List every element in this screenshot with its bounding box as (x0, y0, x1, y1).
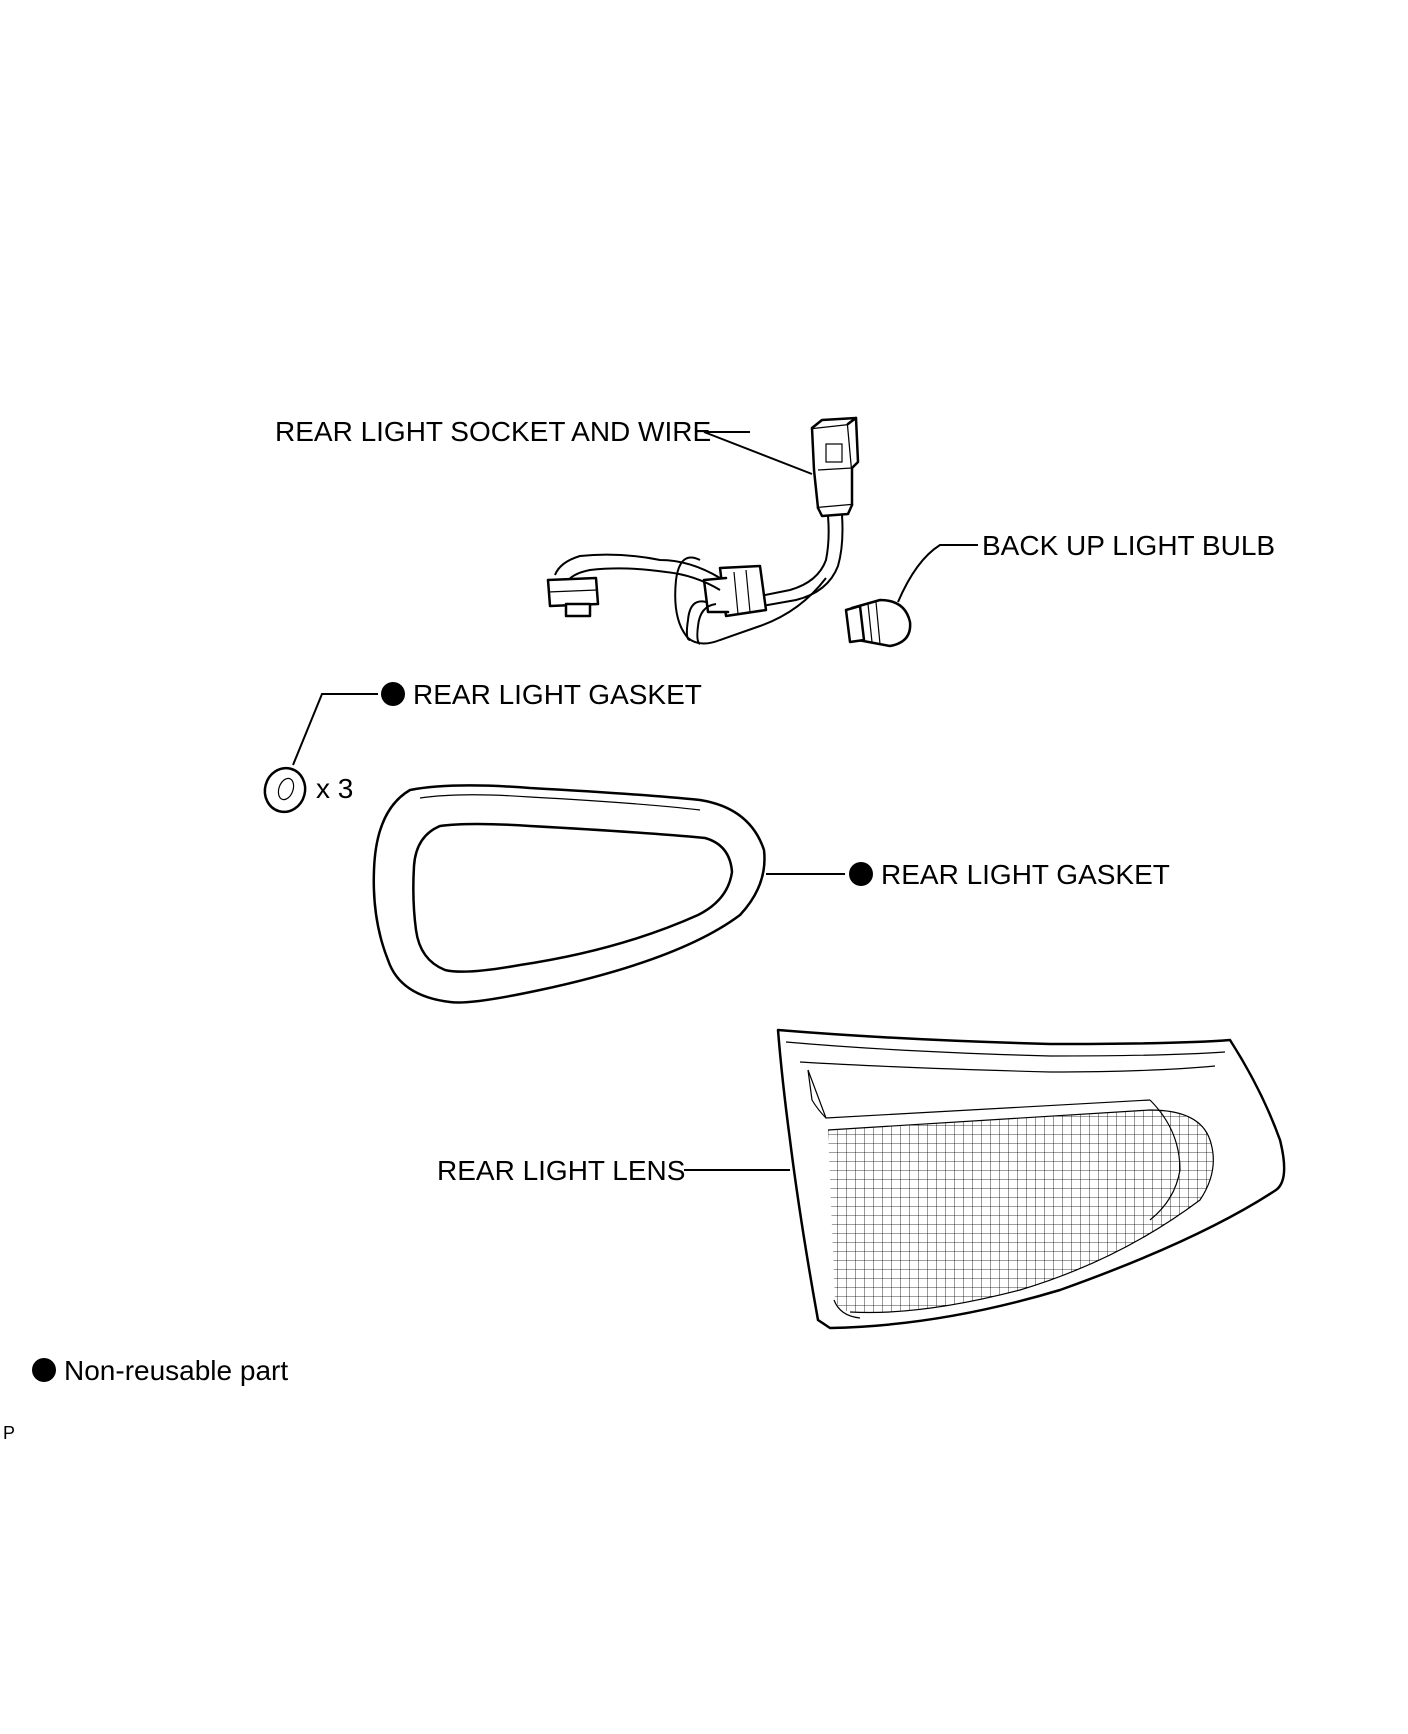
label-small-gasket-quantity: x 3 (316, 773, 353, 804)
label-large-gasket: REAR LIGHT GASKET (881, 859, 1170, 890)
back-up-light-bulb-part (844, 544, 978, 648)
label-back-up-light-bulb: BACK UP LIGHT BULB (982, 530, 1275, 561)
label-socket-wire: REAR LIGHT SOCKET AND WIRE (275, 416, 711, 447)
label-small-gasket: REAR LIGHT GASKET (413, 679, 702, 710)
legend-text: Non-reusable part (64, 1355, 288, 1386)
label-rear-light-lens: REAR LIGHT LENS (437, 1155, 685, 1186)
large-gasket-part (372, 784, 873, 1004)
non-reusable-marker-icon (849, 862, 873, 886)
rear-light-lens-part (684, 1028, 1286, 1330)
legend: Non-reusable part (32, 1355, 288, 1386)
figure-code: P (3, 1423, 15, 1443)
socket-wire-part (546, 416, 860, 645)
non-reusable-marker-icon (381, 682, 405, 706)
small-gasket-part (263, 682, 405, 814)
non-reusable-legend-icon (32, 1358, 56, 1382)
